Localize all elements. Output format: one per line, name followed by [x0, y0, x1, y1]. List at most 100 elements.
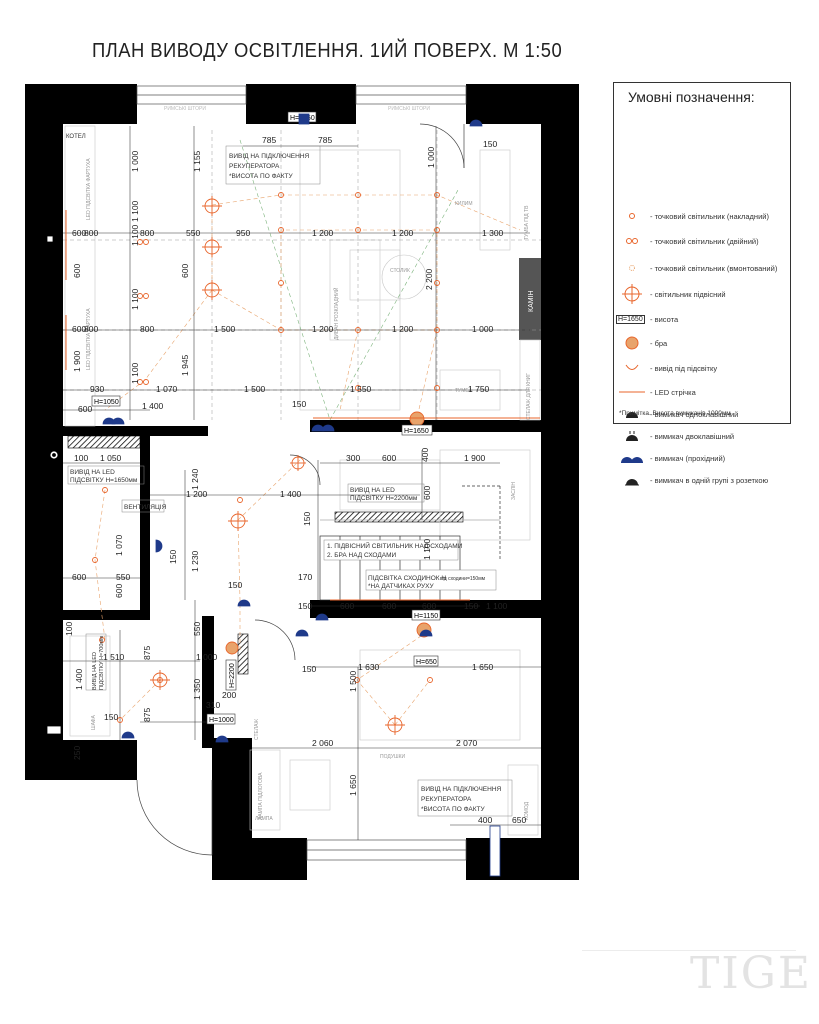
spot-recessed-icon: [614, 257, 650, 279]
svg-text:150: 150: [104, 712, 118, 722]
wall-hatch-3: [237, 633, 249, 675]
svg-text:ВИВІД НА ПІДКЛЮЧЕННЯ: ВИВІД НА ПІДКЛЮЧЕННЯ: [229, 153, 310, 160]
pendant-icon: [614, 283, 650, 305]
walls: [25, 84, 579, 880]
wall-left: [25, 200, 63, 780]
svg-text:1 100: 1 100: [486, 601, 508, 611]
svg-text:150: 150: [302, 512, 312, 526]
svg-text:800: 800: [140, 228, 154, 238]
spot-double-lights: [137, 239, 149, 385]
svg-text:ВИВІД НА LED: ВИВІД НА LED: [92, 652, 98, 690]
pendant-2: [202, 237, 222, 257]
svg-text:ТУМБА: ТУМБА: [455, 388, 473, 394]
svg-text:1. ПІДВІСНИЙ СВІТИЛЬНИК НАД СХ: 1. ПІДВІСНИЙ СВІТИЛЬНИК НАД СХОДАМИ: [327, 541, 463, 550]
wall-bottom-mid-a: [212, 838, 307, 880]
svg-text:H=2200: H=2200: [229, 663, 236, 688]
svg-text:1 240: 1 240: [190, 468, 200, 490]
wall-outer-top-left: [25, 84, 137, 200]
svg-text:H=650: H=650: [416, 659, 437, 666]
svg-text:150: 150: [168, 550, 178, 564]
furniture-outlines: [64, 125, 541, 836]
note-led-2: ВИВІД НА LED ПІДСВІТКУ H=2200мм: [347, 483, 425, 503]
svg-text:600: 600: [114, 584, 124, 598]
watermark-line: [582, 950, 796, 951]
svg-text:600: 600: [72, 572, 86, 582]
svg-text:600: 600: [340, 601, 354, 611]
legend-row-sw2: - вимикач двоклавішний: [614, 425, 792, 447]
svg-text:1 070: 1 070: [156, 384, 178, 394]
note-led-1: ВИВІД НА LED ПІДСВІТКУ H=1650мм: [67, 465, 145, 485]
svg-text:170: 170: [298, 572, 312, 582]
svg-text:600: 600: [422, 601, 436, 611]
svg-text:600: 600: [72, 228, 86, 238]
svg-text:H=1000: H=1000: [209, 717, 234, 724]
svg-text:2 070: 2 070: [456, 738, 478, 748]
pendant-3: [202, 280, 222, 300]
svg-text:2 200: 2 200: [424, 268, 434, 290]
wall-hatch-1: [67, 435, 141, 449]
svg-text:1 200: 1 200: [312, 228, 334, 238]
wall-top-right: [466, 84, 579, 250]
svg-text:СТОЛИК: СТОЛИК: [390, 268, 410, 274]
svg-text:250: 250: [72, 746, 82, 760]
svg-text:550: 550: [116, 572, 130, 582]
strip-output-icon: [614, 357, 650, 379]
svg-text:650: 650: [512, 815, 526, 825]
svg-text:150: 150: [228, 580, 242, 590]
svg-text:1 200: 1 200: [392, 228, 414, 238]
floor-plan: LED ПІДСВІТКА ФАРТУХА LED ПІДСВІТКА ФАРТ…: [25, 84, 579, 880]
svg-text:РИМСЬКІ ШТОРИ: РИМСЬКІ ШТОРИ: [388, 106, 430, 112]
wiring-green: [239, 139, 459, 421]
height-tag-3: H=1650: [401, 424, 433, 436]
legend-row-spot-recessed: - точковий світильник (вмонтований): [614, 257, 792, 279]
svg-text:ЛАМПА ПІДЛОГОВА: ЛАМПА ПІДЛОГОВА: [258, 772, 264, 820]
legend-row-pendant: - світильник підвісний: [614, 283, 792, 305]
svg-text:600: 600: [422, 486, 432, 500]
svg-text:*ВИСОТА ПО ФАКТУ: *ВИСОТА ПО ФАКТУ: [229, 173, 293, 180]
svg-text:1 650: 1 650: [472, 662, 494, 672]
svg-text:100: 100: [64, 622, 74, 636]
windows: [136, 85, 467, 861]
svg-text:150: 150: [302, 664, 316, 674]
watermark-logo: TIGE: [690, 948, 812, 999]
svg-text:1 945: 1 945: [180, 354, 190, 376]
switch-double-icon: [614, 425, 650, 447]
svg-text:150: 150: [483, 139, 497, 149]
switch-pass-icon: [614, 447, 650, 469]
svg-text:2 060: 2 060: [312, 738, 334, 748]
svg-text:1 500: 1 500: [244, 384, 266, 394]
svg-text:550: 550: [186, 228, 200, 238]
switches: [102, 119, 483, 743]
spot-lights: [92, 192, 440, 723]
wall-inner-v1: [140, 436, 150, 616]
svg-text:1 500: 1 500: [214, 324, 236, 334]
pendant-lights: [150, 196, 405, 735]
svg-text:1 200: 1 200: [186, 489, 208, 499]
svg-text:1 000: 1 000: [196, 652, 218, 662]
svg-text:LED ПІДСВІТКА ФАРТУХА: LED ПІДСВІТКА ФАРТУХА: [86, 308, 92, 370]
spot-double-icon: [614, 230, 650, 252]
svg-text:від сходини=150мм: від сходини=150мм: [440, 576, 486, 582]
svg-text:600: 600: [72, 264, 82, 278]
svg-text:1 200: 1 200: [312, 324, 334, 334]
svg-text:300: 300: [346, 453, 360, 463]
svg-text:1 900: 1 900: [72, 350, 82, 372]
legend-row-sw1: - вимикач одноклавішний: [614, 403, 792, 425]
wall-bottom-mid-b: [466, 838, 579, 880]
doors: [136, 123, 465, 856]
wall-inner-h6: [202, 738, 252, 748]
svg-text:ПІДСВІТКУ H=2200мм: ПІДСВІТКУ H=2200мм: [350, 495, 418, 502]
svg-text:H=1150: H=1150: [414, 613, 438, 620]
svg-text:950: 950: [236, 228, 250, 238]
note-recup-top: ВИВІД НА ПІДКЛЮЧЕННЯ РЕКУПЕРАТОРА *ВИСОТ…: [225, 145, 321, 185]
svg-text:1 510: 1 510: [103, 652, 125, 662]
svg-text:2. БРА НАД СХОДАМИ: 2. БРА НАД СХОДАМИ: [327, 552, 397, 559]
svg-text:1 000: 1 000: [130, 150, 140, 172]
dim-texts: 785 785 1 000 1 155 1 000 150 600 800 1 …: [64, 135, 526, 825]
svg-text:1 750: 1 750: [468, 384, 490, 394]
legend-row-swpass: - вимикач (прохідний): [614, 447, 792, 469]
svg-text:1 650: 1 650: [348, 774, 358, 796]
legend-title: Умовні позначення:: [628, 89, 755, 105]
svg-text:1 100: 1 100: [130, 288, 140, 310]
wall-right: [541, 250, 579, 880]
